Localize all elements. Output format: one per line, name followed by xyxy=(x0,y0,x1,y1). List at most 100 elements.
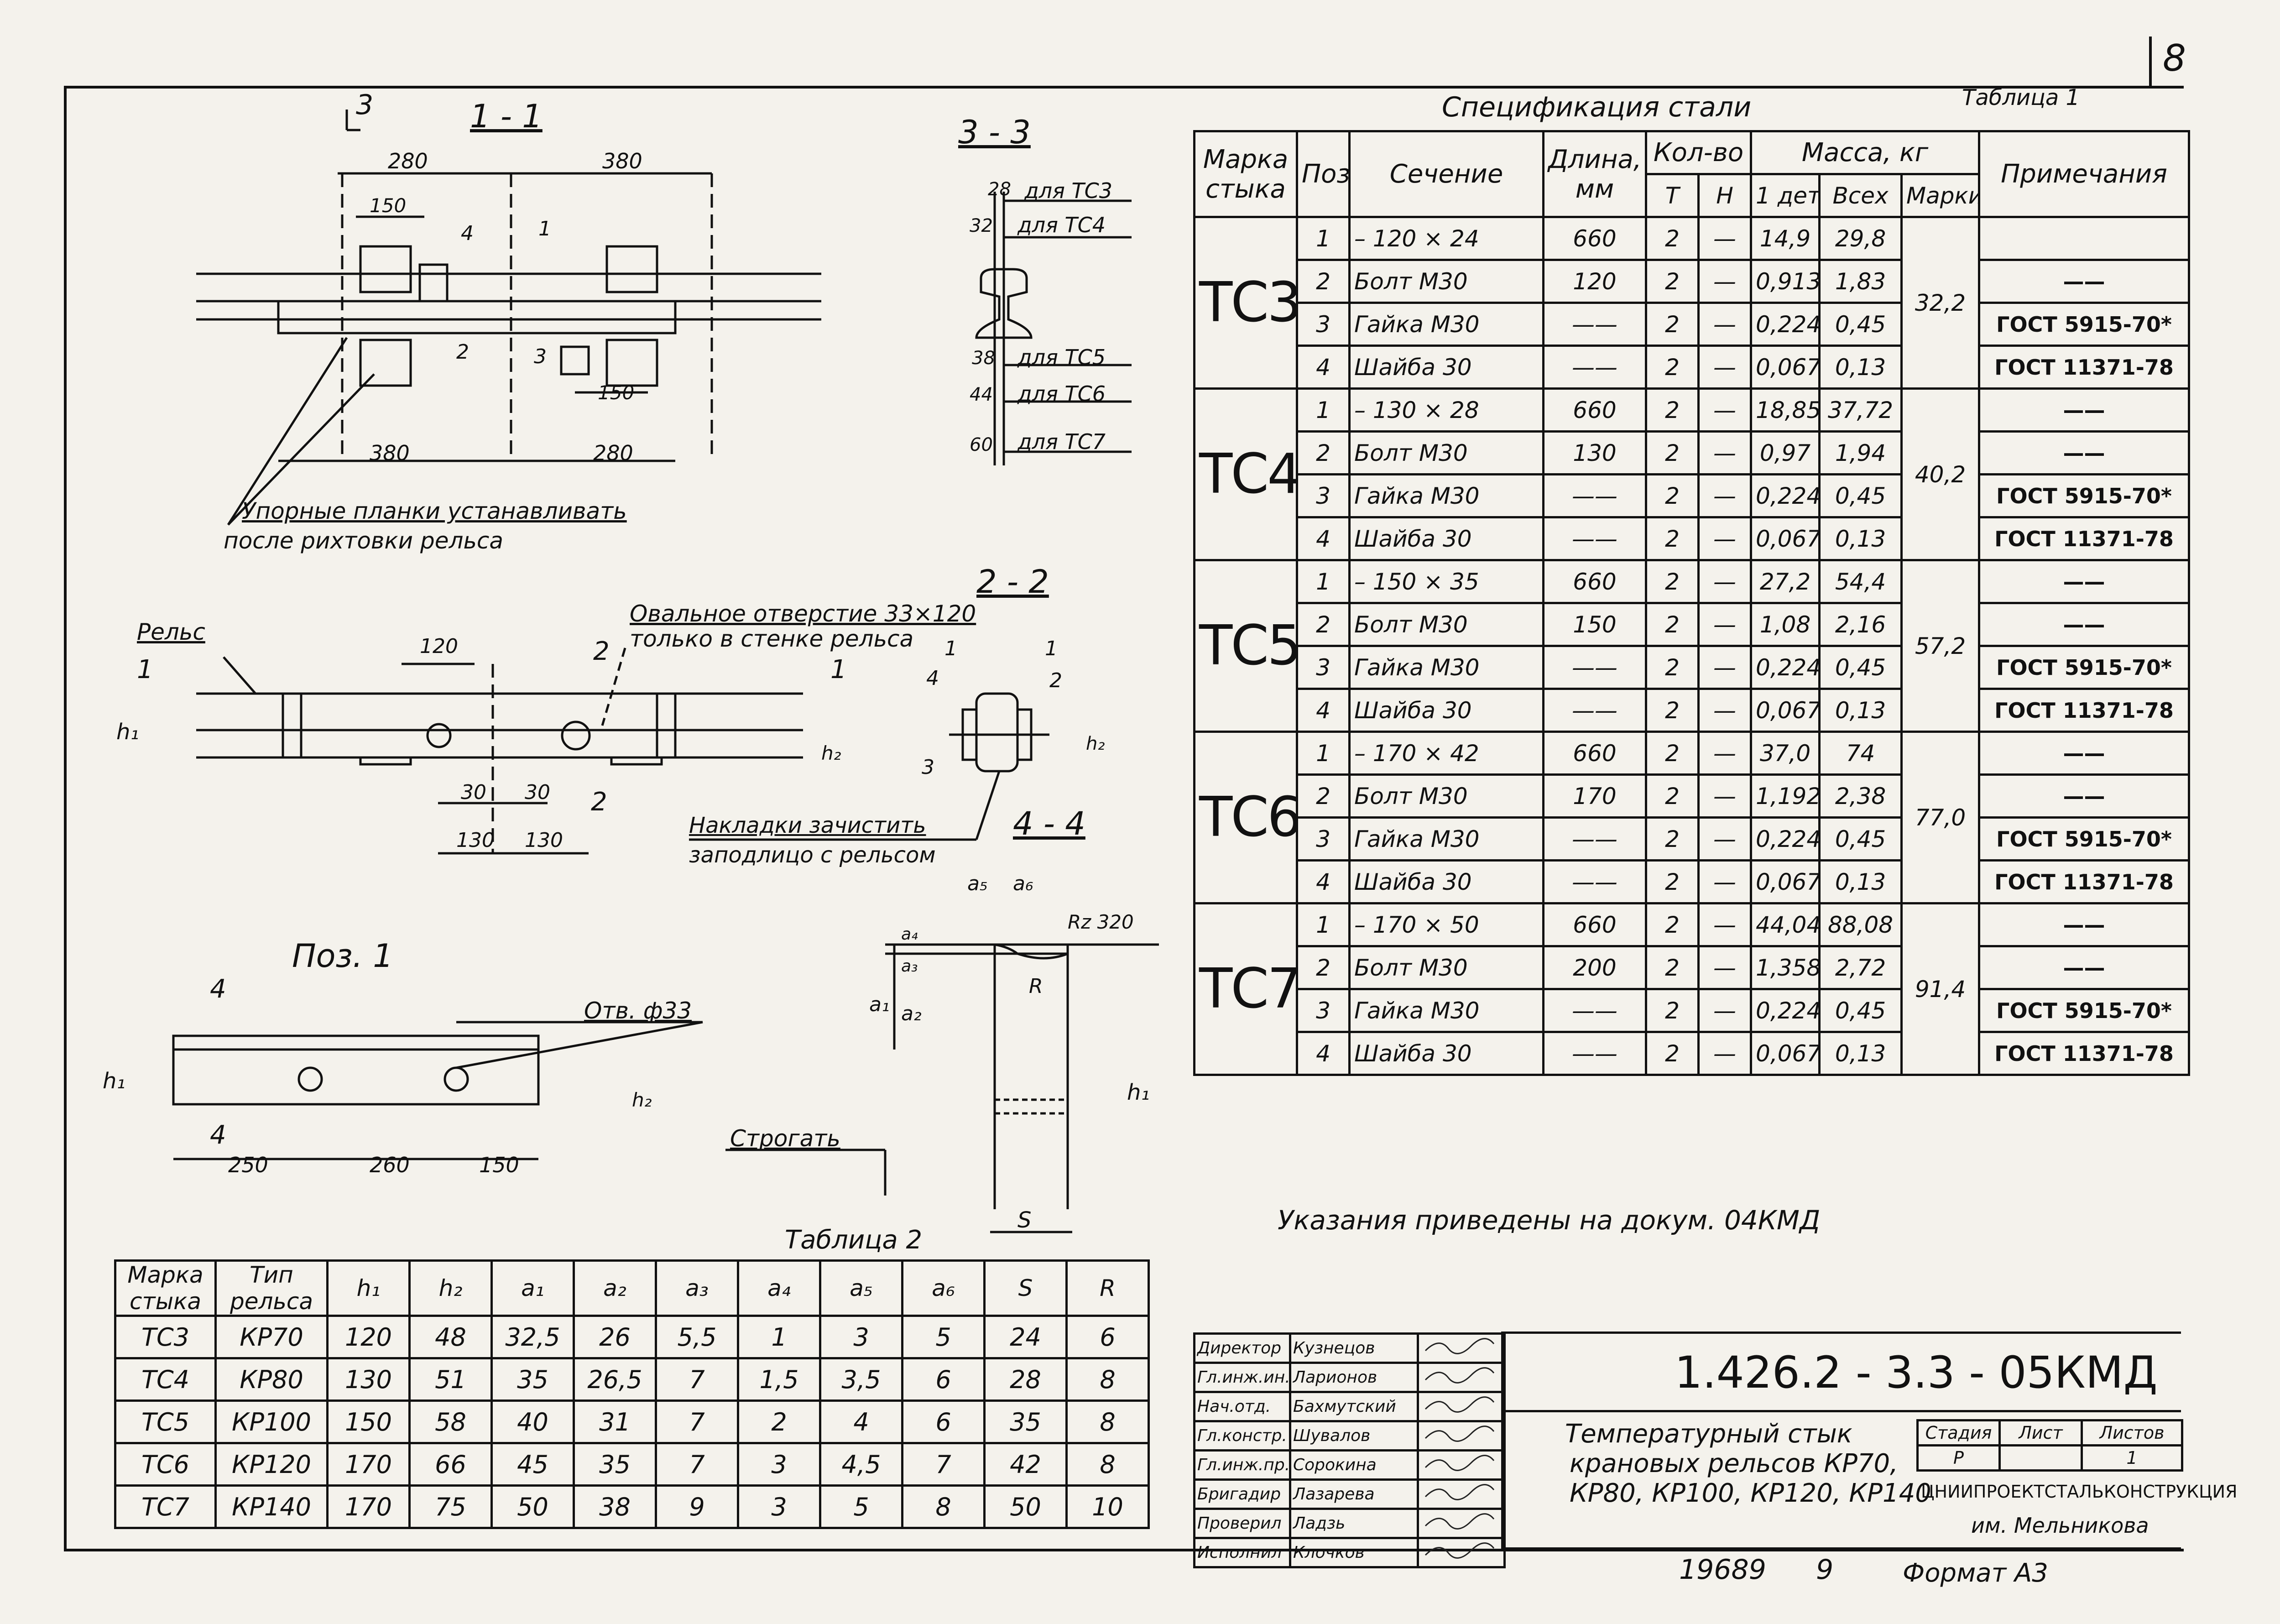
signature-scribble xyxy=(1424,1396,1495,1413)
cell-mass-one: 0,97 xyxy=(1750,430,1821,475)
cell-mass-all: 0,13 xyxy=(1818,859,1903,904)
cell-qty-t: 2 xyxy=(1645,1031,1700,1076)
cell-qty-n: — xyxy=(1697,387,1753,433)
rail-dim-tc5-label: для ТС5 xyxy=(1017,345,1106,370)
cell-pos: 1 xyxy=(1296,902,1351,947)
table2-header: Тип рельса xyxy=(214,1259,329,1317)
cell-qty-n: — xyxy=(1697,816,1753,862)
cell-mass-all: 88,08 xyxy=(1818,902,1903,947)
table2-cell: 10 xyxy=(1065,1484,1150,1529)
cell-pos: 4 xyxy=(1296,859,1351,904)
dim-30-right: 30 xyxy=(525,781,550,804)
cell-length: —— xyxy=(1542,645,1647,690)
paper-format: Формат А3 xyxy=(1903,1558,2048,1588)
table2-cell: 5 xyxy=(901,1315,986,1359)
cell-section: Болт М30 xyxy=(1348,773,1544,819)
section-1-1-drawing xyxy=(196,110,821,526)
table2-cell: 42 xyxy=(983,1442,1068,1487)
table2-header: h₁ xyxy=(326,1259,411,1317)
table2-cell: 45 xyxy=(490,1442,575,1487)
cell-qty-n: — xyxy=(1697,645,1753,690)
signature-cell xyxy=(1417,1537,1506,1568)
cell-section: Шайба 30 xyxy=(1348,345,1544,390)
section-4-4-drawing xyxy=(725,943,1159,1233)
cell-mass-all: 0,45 xyxy=(1818,645,1903,690)
role-cell: Бригадир xyxy=(1193,1478,1291,1510)
role-cell: Директор xyxy=(1193,1332,1291,1364)
col-qty-t: Т xyxy=(1645,173,1700,218)
signature-row: Нач.отд.Бахмутский xyxy=(1193,1391,1506,1422)
dim-150-top: 150 xyxy=(370,194,407,217)
cell-qty-n: — xyxy=(1697,345,1753,390)
name-cell: Лазарева xyxy=(1289,1478,1419,1510)
cell-mass-one: 44,04 xyxy=(1750,902,1821,947)
cell-length: —— xyxy=(1542,816,1647,862)
table2-cell: ТС3 xyxy=(114,1315,217,1359)
callout-4: 4 xyxy=(461,222,474,245)
table2-header: R xyxy=(1065,1259,1150,1317)
table2-cell: 8 xyxy=(1065,1399,1150,1444)
document-code: 1.426.2 - 3.3 - 05КМД xyxy=(1675,1347,2158,1398)
table2-cell: 66 xyxy=(408,1442,493,1487)
signature-scribble xyxy=(1424,1542,1495,1559)
cell-qty-n: — xyxy=(1697,430,1753,475)
cell-qty-t: 2 xyxy=(1645,816,1700,862)
table2-header: S xyxy=(983,1259,1068,1317)
cell-qty-n: — xyxy=(1697,602,1753,647)
table2-cell: 1 xyxy=(737,1315,821,1359)
cell-qty-t: 2 xyxy=(1645,259,1700,304)
table2-cell: 8 xyxy=(1065,1357,1150,1402)
cut-mark-2-bottom: 2 xyxy=(591,787,607,817)
col-mass-mark: Марки xyxy=(1900,173,1981,218)
table2-cell: КР100 xyxy=(214,1399,329,1444)
dim-280-bottom: 280 xyxy=(593,441,633,465)
section-3-3-title: 3 - 3 xyxy=(958,114,1031,151)
cell-mass-one: 1,358 xyxy=(1750,945,1821,990)
pos1-title: Поз. 1 xyxy=(292,937,393,975)
table2-cell: 1,5 xyxy=(737,1357,821,1402)
cell-mass-all: 2,72 xyxy=(1818,945,1903,990)
table2-cell: 150 xyxy=(326,1399,411,1444)
cell-mass-all: 54,4 xyxy=(1818,559,1903,604)
cell-pos: 1 xyxy=(1296,559,1351,604)
cell-mass-one: 0,067 xyxy=(1750,688,1821,733)
table2-cell: 2 xyxy=(737,1399,821,1444)
cell-mass-one: 0,224 xyxy=(1750,816,1821,862)
cell-mass-all: 29,8 xyxy=(1818,216,1903,261)
cell-mass-all: 37,72 xyxy=(1818,387,1903,433)
table2-label: Таблица 2 xyxy=(785,1225,923,1255)
signature-cell xyxy=(1417,1508,1506,1539)
callout-1: 1 xyxy=(538,217,551,240)
table2-cell: 170 xyxy=(326,1484,411,1529)
dim-a5: a₅ xyxy=(967,872,988,895)
table2-cell: КР70 xyxy=(214,1315,329,1359)
table2-cell: 120 xyxy=(326,1315,411,1359)
cell-qty-n: — xyxy=(1697,559,1753,604)
pos1-dim-h2: h₂ xyxy=(632,1089,652,1111)
cell-mass-mark: 77,0 xyxy=(1900,731,1981,904)
cell-qty-n: — xyxy=(1697,259,1753,304)
document-title-3: КР80, КР100, КР120, КР140 xyxy=(1570,1478,1931,1508)
cell-mass-all: 2,38 xyxy=(1818,773,1903,819)
table2-cell: 4,5 xyxy=(819,1442,903,1487)
cell-qty-t: 2 xyxy=(1645,516,1700,561)
cell-length: 120 xyxy=(1542,259,1647,304)
table2-cell: 75 xyxy=(408,1484,493,1529)
cell-qty-n: — xyxy=(1697,773,1753,819)
pos1-cut-top: 4 xyxy=(210,974,226,1004)
table2-cell: 6 xyxy=(901,1399,986,1444)
dim-h1-elevation: h₁ xyxy=(116,719,139,745)
cell-mass-one: 0,224 xyxy=(1750,988,1821,1033)
table2-cell: 50 xyxy=(983,1484,1068,1529)
table2-cell: 7 xyxy=(901,1442,986,1487)
